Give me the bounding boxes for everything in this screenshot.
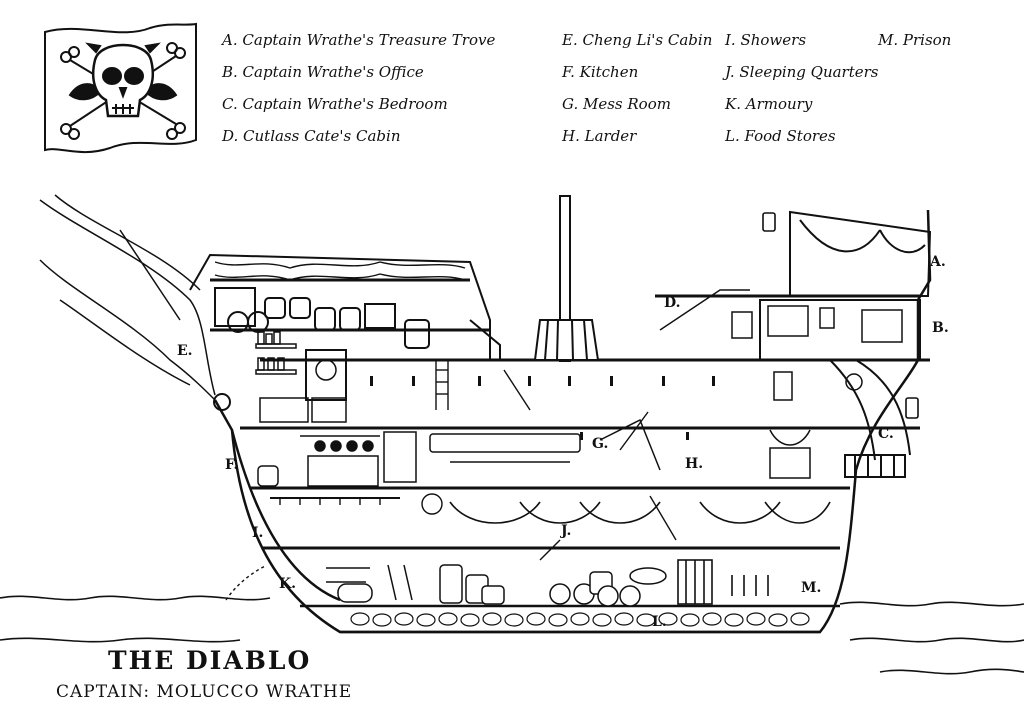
stern-castle (759, 210, 932, 478)
marker-k: K. (279, 576, 297, 592)
legend-item-d: D. Cutlass Cate's Cabin (222, 127, 401, 145)
ship-hull (213, 209, 932, 634)
marker-l: L. (652, 614, 667, 630)
legend-item-a: A. Captain Wrathe's Treasure Trove (222, 31, 496, 49)
sea-waves (0, 595, 1024, 675)
hammocks (449, 501, 831, 524)
cheng-li-cabin (213, 331, 347, 423)
rigging-ropes (39, 194, 216, 401)
legend-item-k: K. Armoury (725, 95, 813, 113)
masts (533, 195, 600, 362)
ship-title: THE DIABLO (108, 646, 312, 675)
legend-column-3: I. Showers J. Sleeping Quarters K. Armou… (725, 32, 879, 160)
marker-h: H. (685, 456, 704, 472)
legend-item-e: E. Cheng Li's Cabin (562, 31, 713, 49)
legend-item-c: C. Captain Wrathe's Bedroom (222, 95, 448, 113)
legend-column-1: A. Captain Wrathe's Treasure Trove B. Ca… (222, 32, 495, 160)
legend-item-g: G. Mess Room (562, 95, 671, 113)
legend-item-m: M. Prison (878, 31, 952, 49)
mess-room (429, 418, 661, 471)
legend-item-i: I. Showers (725, 31, 807, 49)
ballast-stones (350, 612, 810, 627)
prison-bars (677, 559, 769, 605)
wall-lamps (370, 376, 715, 440)
marker-f: F. (225, 457, 239, 473)
marker-m: M. (801, 580, 822, 596)
marker-g: G. (592, 436, 609, 452)
marker-i: I. (252, 525, 264, 541)
marker-c: C. (878, 426, 894, 442)
marker-j: J. (561, 523, 572, 539)
marker-d: D. (664, 295, 681, 311)
legend-item-b: B. Captain Wrathe's Office (222, 63, 424, 81)
marker-a: A. (930, 254, 946, 270)
bow-forecastle (189, 253, 501, 360)
stairs (435, 289, 750, 561)
food-stores (439, 564, 667, 607)
skull-and-crossbones-flag-icon (44, 22, 197, 154)
legend-item-l: L. Food Stores (725, 127, 836, 145)
legend-item-j: J. Sleeping Quarters (725, 63, 879, 81)
ship-captain: CAPTAIN: MOLUCCO WRATHE (56, 682, 353, 702)
kitchen (257, 431, 417, 487)
legend-item-h: H. Larder (562, 127, 637, 145)
legend-item-f: F. Kitchen (562, 63, 639, 81)
marker-e: E. (177, 343, 193, 359)
armoury (326, 564, 413, 603)
marker-b: B. (932, 320, 949, 336)
showers (225, 493, 443, 601)
lantern-icon (762, 212, 919, 419)
legend-column-2: E. Cheng Li's Cabin F. Kitchen G. Mess R… (562, 32, 712, 160)
upper-stern-rooms (731, 305, 903, 479)
legend-column-4: M. Prison (878, 32, 951, 64)
